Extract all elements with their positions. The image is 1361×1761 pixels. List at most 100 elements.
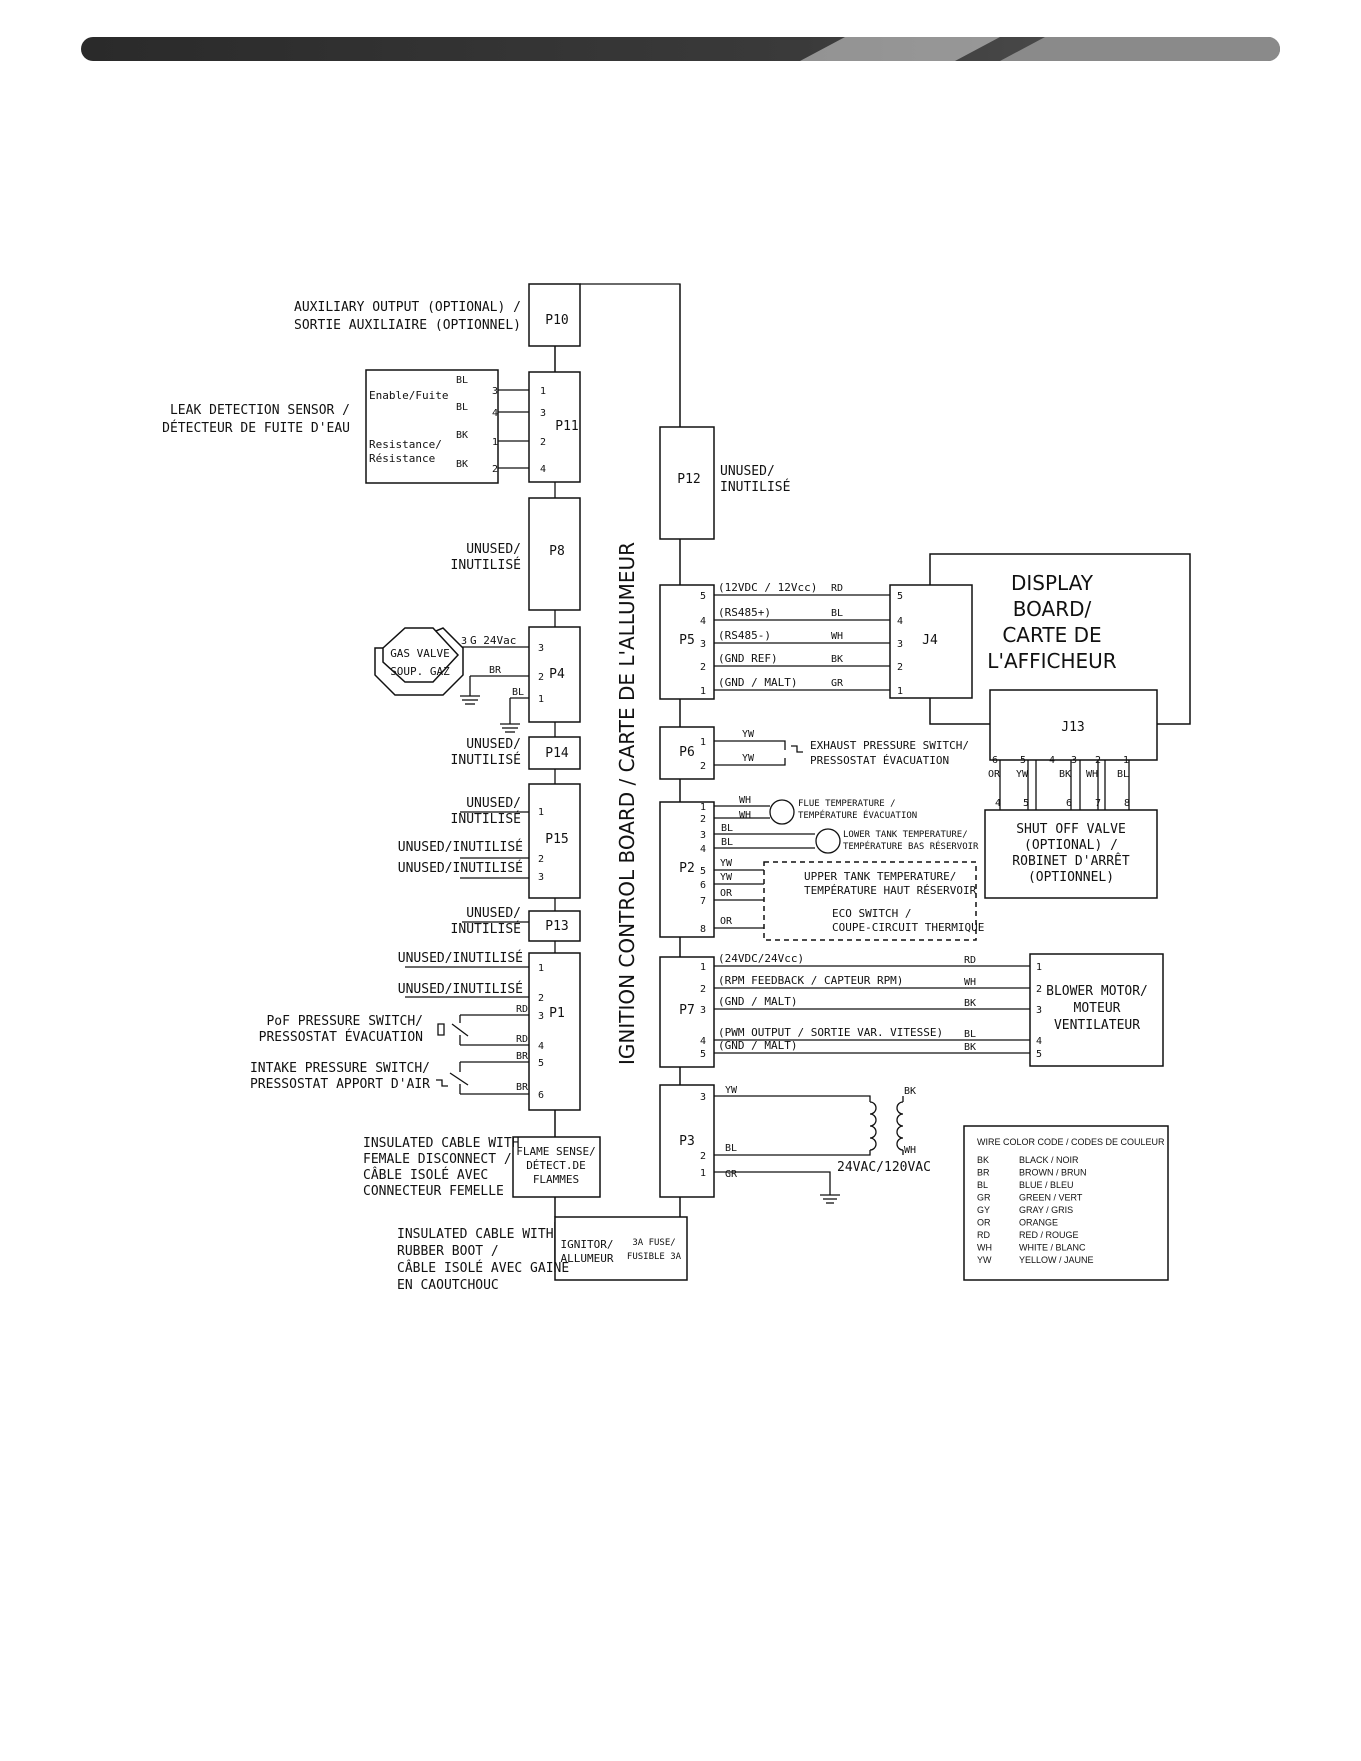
wire-code: RD bbox=[516, 1034, 528, 1045]
flame-cable-label: CONNECTEUR FEMELLE bbox=[363, 1184, 504, 1199]
flame-cable-label: CÂBLE ISOLÉ AVEC bbox=[363, 1167, 488, 1183]
connector-label: J13 bbox=[1061, 720, 1084, 735]
connector-label: P2 bbox=[679, 861, 695, 876]
pin-number: 7 bbox=[1095, 798, 1101, 809]
leak-sensor-label: LEAK DETECTION SENSOR / bbox=[170, 403, 350, 418]
pin-number: 4 bbox=[538, 1041, 544, 1052]
unused-label: INUTILISÉ bbox=[451, 811, 521, 827]
legend-title: WIRE COLOR CODE / CODES DE COULEUR bbox=[977, 1137, 1165, 1147]
legend-name: GRAY / GRIS bbox=[1019, 1205, 1073, 1215]
ignitor-label: IGNITOR/ bbox=[561, 1238, 614, 1251]
unused-label: UNUSED/INUTILISÉ bbox=[398, 981, 523, 997]
shutoff-valve-label: (OPTIONAL) / bbox=[1024, 838, 1118, 853]
bottom-frame-box bbox=[554, 1216, 688, 1281]
flue-sensor-label: TEMPÉRATURE ÉVACUATION bbox=[798, 809, 917, 821]
connector-label: P6 bbox=[679, 745, 695, 760]
wire-code: BK bbox=[456, 430, 468, 441]
exhaust-switch-label: EXHAUST PRESSURE SWITCH/ bbox=[810, 739, 969, 752]
leak-sensor-box bbox=[365, 369, 499, 484]
blower-motor-label: BLOWER MOTOR/ bbox=[1046, 984, 1148, 999]
display-board-title: CARTE DE bbox=[1002, 623, 1101, 647]
pin-number: 1 bbox=[540, 386, 546, 397]
unused-label: INUTILISÉ bbox=[451, 752, 521, 768]
connector-p7 bbox=[659, 956, 715, 1068]
pin-number: 2 bbox=[700, 814, 706, 825]
pin-number: 3 bbox=[538, 643, 544, 654]
pin-number: 3 bbox=[700, 830, 706, 841]
connector-label: P5 bbox=[679, 633, 695, 648]
unused-label: UNUSED/INUTILISÉ bbox=[398, 950, 523, 966]
pin-number: 3 bbox=[700, 639, 706, 650]
legend-name: YELLOW / JAUNE bbox=[1019, 1255, 1094, 1265]
connector-label: J4 bbox=[922, 633, 938, 648]
flame-sense-label: DÉTECT.DE bbox=[526, 1159, 586, 1172]
connector-label: P10 bbox=[545, 313, 568, 328]
pin-number: 5 bbox=[1023, 798, 1029, 809]
pin-number: 3 bbox=[700, 1092, 706, 1103]
p5-signal-label: (12VDC / 12Vcc) bbox=[718, 581, 817, 594]
wire-code: YW bbox=[720, 858, 733, 869]
wire-code: YW bbox=[1016, 769, 1029, 780]
connector-label: P15 bbox=[545, 832, 568, 847]
aux-output-label: AUXILIARY OUTPUT (OPTIONAL) / bbox=[294, 300, 521, 315]
legend-code: BR bbox=[977, 1168, 990, 1178]
blower-motor-label: MOTEUR bbox=[1074, 1001, 1121, 1016]
wire bbox=[451, 1023, 469, 1037]
p5-signal-label: (GND / MALT) bbox=[718, 676, 797, 689]
gas-valve-label: SOUP. GAZ bbox=[390, 665, 450, 678]
wire-code: WH bbox=[904, 1145, 916, 1156]
unused-label: UNUSED/ bbox=[466, 542, 521, 557]
legend-code: BK bbox=[977, 1155, 989, 1165]
pin-number: 2 bbox=[538, 672, 544, 683]
pof-switch-label: PoF PRESSURE SWITCH/ bbox=[266, 1014, 423, 1029]
transformer-secondary bbox=[896, 1101, 904, 1151]
legend-name: BLUE / BLEU bbox=[1019, 1180, 1074, 1190]
wire-code: BK bbox=[831, 654, 843, 665]
unused-label: INUTILISÉ bbox=[451, 557, 521, 573]
legend-code: GR bbox=[977, 1193, 991, 1203]
eco-switch-label: COUPE-CIRCUIT THERMIQUE bbox=[832, 921, 984, 934]
unused-label: UNUSED/ bbox=[466, 906, 521, 921]
pin-number: 2 bbox=[700, 662, 706, 673]
wire-code: RD bbox=[964, 955, 976, 966]
pin-number: 3 bbox=[897, 639, 903, 650]
wire-code: BL bbox=[512, 687, 524, 698]
pin-number: 6 bbox=[700, 880, 706, 891]
wire-code: BL bbox=[964, 1029, 976, 1040]
p7-signal-label: (GND / MALT) bbox=[718, 1039, 797, 1052]
connector-p4 bbox=[528, 626, 581, 723]
aux-output-label: SORTIE AUXILIAIRE (OPTIONNEL) bbox=[294, 318, 521, 333]
boot-cable-label: EN CAOUTCHOUC bbox=[397, 1278, 499, 1293]
pin-number: 4 bbox=[700, 1036, 706, 1047]
pin-number: 4 bbox=[540, 464, 546, 475]
connector-p13 bbox=[528, 910, 581, 942]
wire-code: WH bbox=[964, 977, 976, 988]
pin-number: 2 bbox=[538, 854, 544, 865]
pin-number: 3 bbox=[538, 1011, 544, 1022]
gas-valve-pin-label: G 24Vac bbox=[470, 634, 516, 647]
pin-number: 1 bbox=[700, 1168, 706, 1179]
intake-switch-label: PRESSOSTAT APPORT D'AIR bbox=[250, 1077, 430, 1092]
wire-code: BL bbox=[1117, 769, 1129, 780]
unused-label: INUTILISÉ bbox=[451, 921, 521, 937]
wire-code: RD bbox=[831, 583, 843, 594]
transformer-primary bbox=[869, 1101, 877, 1151]
connector-label: P3 bbox=[679, 1134, 695, 1149]
wire-code: BL bbox=[721, 823, 733, 834]
wire-code: BL bbox=[456, 375, 468, 386]
pin-number: 3 bbox=[1071, 755, 1077, 766]
pin-number: 1 bbox=[492, 437, 498, 448]
pin-number: 5 bbox=[700, 591, 706, 602]
legend-code: GY bbox=[977, 1205, 990, 1215]
pin-number: 4 bbox=[1049, 755, 1055, 766]
connector-p10 bbox=[528, 283, 581, 347]
connector-label: P11 bbox=[555, 419, 578, 434]
connector-label: P14 bbox=[545, 746, 569, 761]
pin-number: 2 bbox=[492, 464, 498, 475]
connector-label: P7 bbox=[679, 1003, 695, 1018]
connector-p14 bbox=[528, 736, 581, 770]
connector-label: P12 bbox=[677, 472, 700, 487]
pin-number: 5 bbox=[700, 866, 706, 877]
